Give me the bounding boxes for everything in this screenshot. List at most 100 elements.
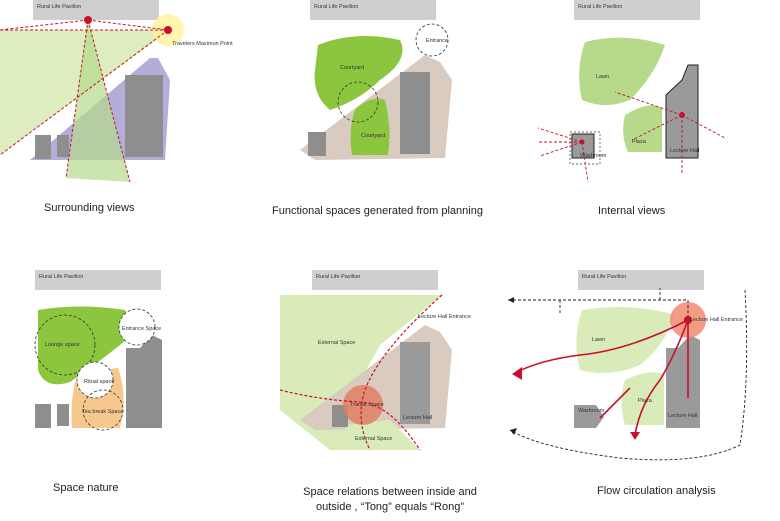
lecture-hall-block [665, 64, 699, 159]
lounge-green [38, 306, 132, 385]
label-plaza: Plaza [632, 139, 646, 145]
plaza-shape [621, 372, 664, 425]
building-block-small [57, 135, 69, 157]
label-washroom: Washroom [578, 408, 605, 414]
view-ray [681, 114, 726, 139]
label-lecture-hall: Lecture Hall [403, 415, 433, 421]
label-external-top: External Space [318, 340, 356, 346]
internal-views-diagram [537, 37, 726, 183]
panel-header: Rural Life Pavilion [578, 270, 704, 290]
building-block [125, 75, 163, 157]
panel-functional-spaces: Rural Life Pavilion Courtyard Courtyard … [260, 0, 520, 230]
entrance-ring [415, 23, 449, 57]
view-point [84, 16, 92, 24]
panel-space-nature: Rural Life Pavilion Lounge space Entranc… [0, 270, 240, 510]
panel-internal-views: Rural Life Pavilion Lawn Plaza Washroom … [530, 0, 780, 230]
entrance-point [684, 316, 692, 324]
label-entrance-space: Entrance Space [122, 326, 162, 332]
label-lecture-hall: Lecture Hall [668, 413, 698, 419]
label-lawn: Lawn [596, 74, 610, 80]
view-ray [631, 114, 683, 141]
outer-route [508, 299, 689, 320]
label-ritual: Ritual space [84, 379, 115, 385]
label-lecture-entrance: Lecture Hall Entrance [418, 314, 471, 320]
view-point [579, 139, 585, 145]
lecture-hall-block [666, 335, 700, 428]
building-block [400, 342, 430, 424]
label-transit: Transit Space [350, 402, 384, 408]
space-relations-diagram [279, 294, 452, 451]
lounge-ring [34, 314, 96, 376]
lawn-shape [576, 306, 675, 374]
building-block [400, 72, 430, 154]
building-block-small [57, 404, 69, 426]
arrowhead [630, 432, 640, 440]
tea-ring [82, 389, 124, 431]
outer-route [509, 289, 748, 461]
plaza-shape [623, 105, 662, 152]
building-block-small [308, 132, 326, 156]
label-lecture-hall: Lecture Hall [670, 148, 700, 154]
view-ray [87, 19, 169, 31]
header-title: Rural Life Pavilion [314, 4, 359, 10]
label-washroom: Washroom [580, 153, 607, 159]
caption-surrounding: Surrounding views [44, 202, 135, 214]
flow-route [599, 387, 631, 419]
header-title: Rural Life Pavilion [578, 4, 623, 10]
view-ray [539, 141, 583, 157]
label-courtyard-bottom: Courtyard [361, 133, 386, 139]
entrance-ring [118, 308, 156, 346]
panel-surrounding-views: Rural Life Pavilion Travelers Maximun Po… [0, 0, 240, 230]
header-title: Rural Life Pavilion [39, 274, 84, 280]
transit-space-circle [343, 385, 383, 425]
arrowhead [510, 428, 517, 435]
flow-route [634, 319, 689, 436]
label-lounge: Lounge space [45, 342, 80, 348]
view-ray [87, 19, 131, 183]
ritual-ring [76, 361, 114, 399]
building-block-small [35, 135, 51, 159]
header-title: Rural Life Pavilion [582, 274, 627, 280]
view-ray [537, 127, 583, 143]
view-ray [614, 91, 683, 116]
caption-line-1: Space relations between inside and [303, 486, 477, 498]
caption-nature: Space nature [53, 482, 119, 494]
label-tea-break: Tea break Space [82, 409, 124, 415]
label-courtyard-top: Courtyard [340, 65, 365, 71]
caption-internal: Internal views [598, 205, 666, 217]
panel-space-relations: Rural Life Pavilion External Space Lectu… [260, 270, 520, 521]
surrounding-views-diagram [0, 14, 184, 183]
arrowhead [512, 367, 522, 380]
relation-curve [279, 389, 421, 451]
panel-header: Rural Life Pavilion [310, 0, 436, 20]
label-external-bottom: External Space [355, 436, 393, 442]
label-entrance: Entrance [426, 38, 449, 44]
caption-relations: Space relations between inside and outsi… [260, 485, 520, 515]
caption-flow: Flow circulation analysis [597, 485, 716, 497]
washroom-block [571, 133, 595, 159]
courtyard-top-shape [314, 36, 403, 110]
flow-route [514, 319, 689, 374]
panel-header: Rural Life Pavilion [35, 270, 161, 290]
view-ray [65, 19, 89, 179]
arrowhead [508, 297, 514, 303]
label-lecture-entrance: Lecture Hall Entrance [690, 317, 743, 323]
label-lawn: Lawn [592, 337, 606, 343]
view-cone-down [66, 20, 130, 182]
view-ray [0, 19, 89, 31]
view-ray [581, 141, 589, 183]
label-plaza: Plaza [638, 398, 652, 404]
building-block [126, 335, 162, 428]
header-title: Rural Life Pavilion [37, 4, 82, 10]
caption-functional: Functional spaces generated from plannin… [272, 205, 483, 217]
relation-curve [360, 294, 443, 451]
view-point [679, 112, 685, 118]
max-point [164, 26, 172, 34]
label-max-point: Travelers Maximun Point [172, 41, 233, 47]
header-title: Rural Life Pavilion [316, 274, 361, 280]
panel-flow-circulation: Rural Life Pavilion Lawn Lecture Hall En… [500, 270, 780, 510]
courtyard-bottom-shape [350, 98, 390, 155]
functional-spaces-diagram [300, 23, 452, 160]
caption-line-2: outside , “Tong” equals “Rong” [316, 501, 464, 513]
panel-header: Rural Life Pavilion [574, 0, 700, 20]
